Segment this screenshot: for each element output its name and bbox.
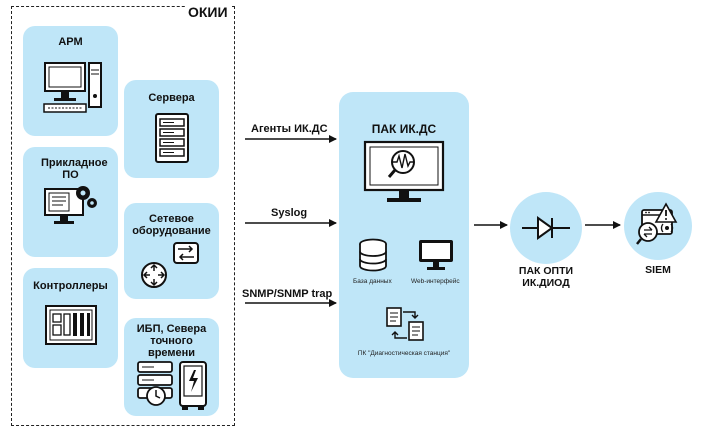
database-icon	[359, 238, 387, 272]
software-monitor-gears-icon	[44, 186, 97, 224]
okii-boundary	[11, 6, 235, 426]
ups-ntp-label: ИБП, Севера точного времени	[136, 323, 207, 359]
agents-flow-label: Агенты ИК.ДС	[251, 123, 328, 135]
syslog-flow-label: Syslog	[271, 207, 308, 219]
okii-title: ОКИИ	[186, 4, 230, 20]
siem-node	[624, 192, 692, 260]
network-switch-router-icon	[141, 242, 199, 288]
siem-icon	[636, 202, 678, 245]
diode-label: ПАК ОПТИ ИК.ДИОД	[496, 265, 596, 289]
app-software-label: Прикладное ПО	[41, 157, 108, 181]
monitor-analytics-icon	[363, 140, 445, 202]
pak-title: ПАК ИК.ДС	[371, 122, 437, 136]
diode-node	[510, 192, 582, 264]
siem-label: SIEM	[645, 264, 671, 276]
ups-ntp-node: ИБП, Севера точного времени	[124, 318, 219, 416]
app-software-node: Прикладное ПО	[23, 147, 118, 257]
diagnostic-station-label: ПК "Диагностическая станция"	[357, 350, 451, 357]
database-label: База данных	[353, 278, 392, 285]
workstation-icon	[43, 62, 102, 113]
arm-label: АРМ	[58, 36, 83, 48]
diode-icon	[522, 216, 570, 240]
ups-time-server-icon	[137, 361, 207, 410]
arm-node: АРМ	[23, 26, 118, 136]
server-rack-icon	[155, 113, 189, 163]
controllers-label: Контроллеры	[33, 280, 108, 292]
diode-label-line2: ИК.ДИОД	[522, 277, 570, 289]
web-interface-label: Web-интерфейс	[411, 278, 460, 285]
pak-ikds-node: ПАК ИК.ДС База данных Web-интерфейс ПК "…	[339, 92, 469, 378]
servers-node: Сервера	[124, 80, 219, 178]
snmp-flow-label: SNMP/SNMP trap	[242, 288, 333, 300]
network-label: Сетевое оборудование	[132, 213, 211, 237]
web-monitor-icon	[419, 240, 453, 270]
servers-label: Сервера	[148, 92, 195, 104]
controllers-node: Контроллеры	[23, 268, 118, 368]
plc-controller-icon	[45, 305, 97, 345]
diagnostic-station-icon	[386, 307, 424, 341]
network-node: Сетевое оборудование	[124, 203, 219, 299]
diode-label-line1: ПАК ОПТИ	[518, 265, 574, 277]
